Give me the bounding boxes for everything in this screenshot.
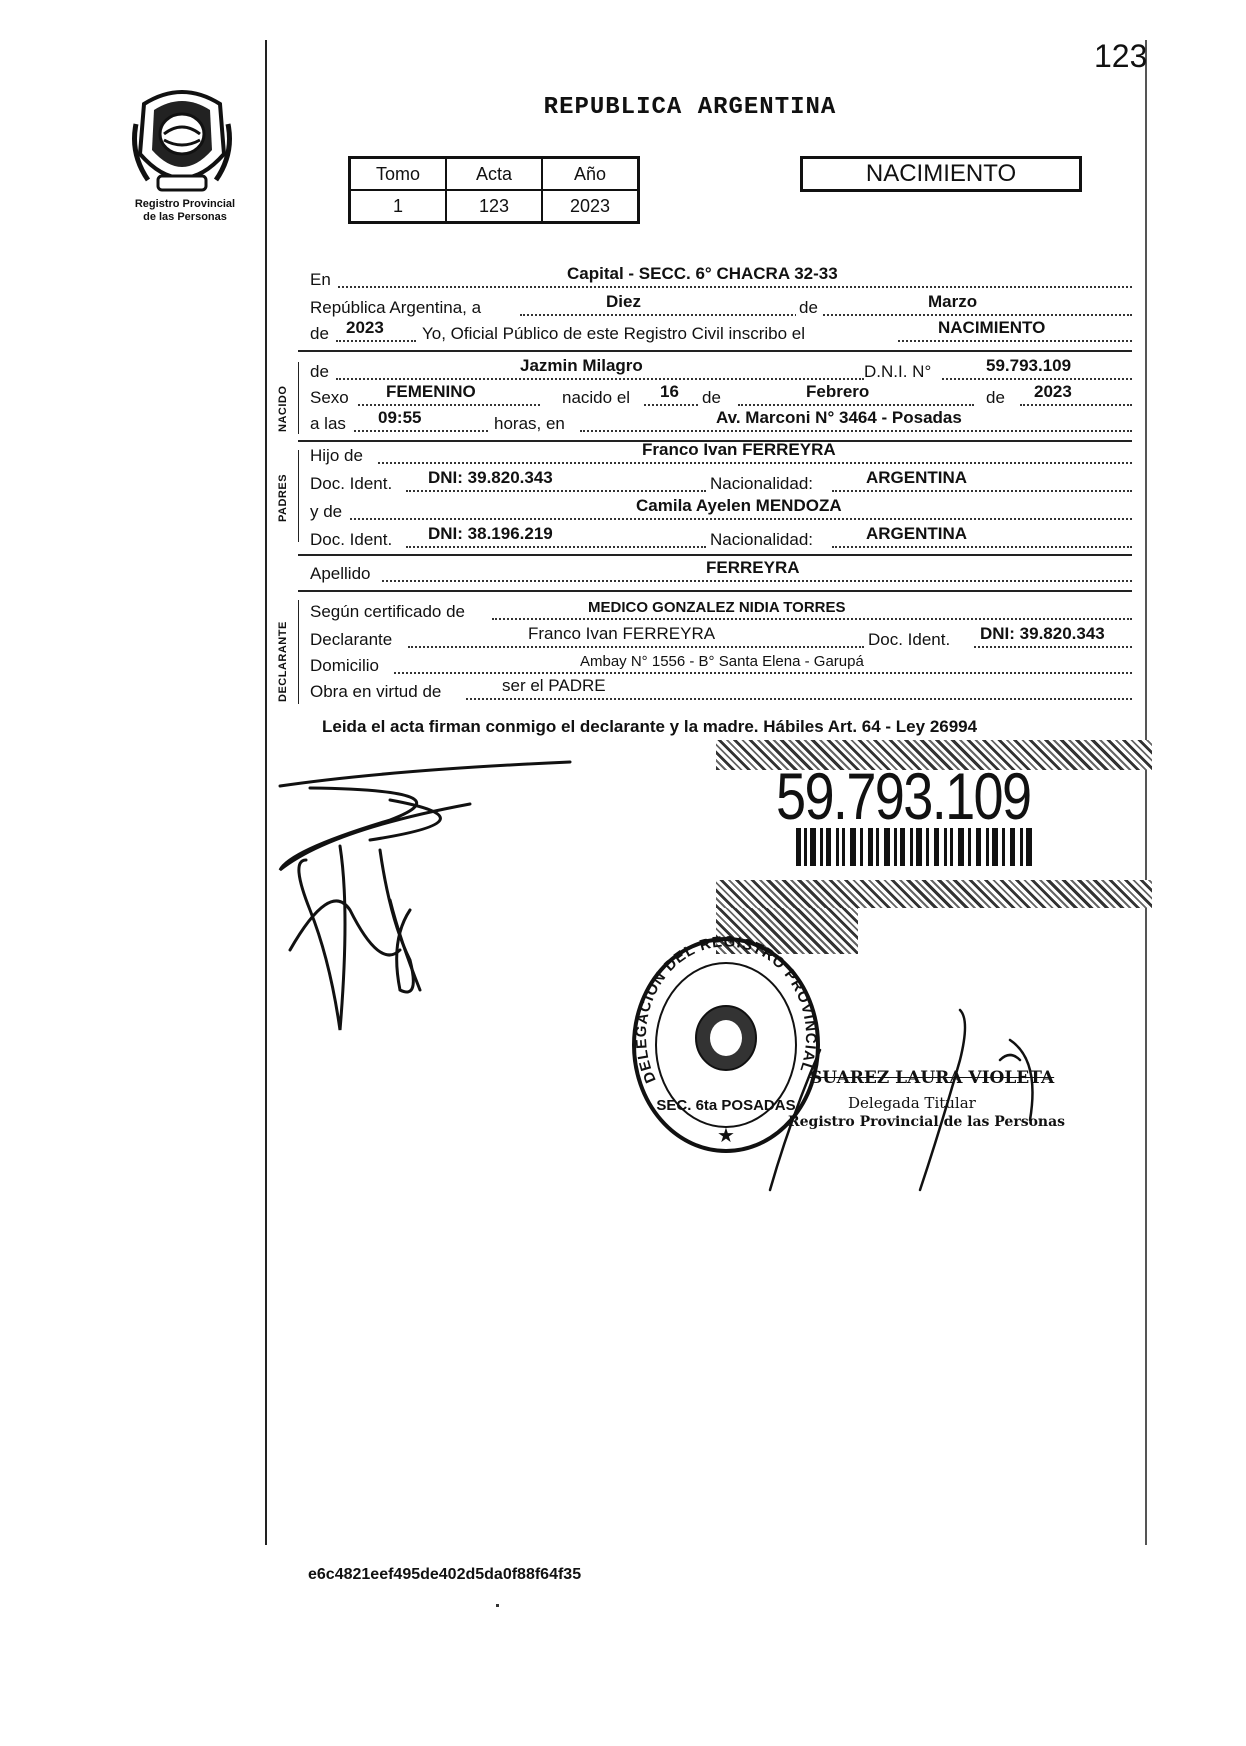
apellido-line: Apellido FERREYRA bbox=[310, 558, 1132, 586]
volume-table: Tomo Acta Año 1 123 2023 bbox=[348, 156, 640, 224]
dni-sticker-number: 59.793.109 bbox=[776, 759, 1032, 833]
padres-line-3: y de Camila Ayelen MENDOZA bbox=[310, 496, 1132, 524]
section-bracket bbox=[298, 450, 299, 542]
official-stamp-icon: DELEGACION DEL REGISTRO PROVINCIAL DE LA… bbox=[626, 930, 820, 1153]
section-label-declarante: DECLARANTE bbox=[277, 621, 289, 702]
birth-month-value: Febrero bbox=[806, 382, 870, 401]
event-value: NACIMIENTO bbox=[938, 318, 1046, 337]
declarant-doc-value: DNI: 39.820.343 bbox=[980, 624, 1105, 643]
signatory-role: Delegada Titular bbox=[848, 1094, 976, 1112]
nacido-line-2: Sexo FEMENINO nacido el 16 de Febrero de… bbox=[310, 382, 1132, 410]
surname-value: FERREYRA bbox=[706, 558, 800, 577]
birth-time-value: 09:55 bbox=[378, 408, 422, 427]
barcode-icon bbox=[796, 828, 1032, 866]
day-value: Diez bbox=[606, 292, 641, 311]
section-bracket bbox=[298, 362, 299, 434]
divider bbox=[298, 350, 1132, 352]
officer-signature-icon bbox=[768, 1008, 1034, 1192]
place-value: Capital - SECC. 6° CHACRA 32-33 bbox=[567, 264, 838, 283]
year-value: 2023 bbox=[346, 318, 384, 337]
signatory-office: Registro Provincial de las Personas bbox=[788, 1114, 1066, 1130]
acta-value: 123 bbox=[445, 189, 543, 224]
padres-line-2: Doc. Ident. DNI: 39.820.343 Nacionalidad… bbox=[310, 468, 1132, 496]
section-bracket bbox=[298, 600, 299, 704]
month-value: Marzo bbox=[928, 292, 978, 311]
child-name-value: Jazmin Milagro bbox=[520, 356, 643, 375]
ano-header: Año bbox=[541, 156, 640, 191]
left-margin-line bbox=[265, 40, 267, 1545]
declarant-name-value: Franco Ivan FERREYRA bbox=[528, 624, 716, 643]
svg-text:★: ★ bbox=[717, 1123, 735, 1147]
page-number: 123 bbox=[1094, 38, 1148, 74]
logo-caption: Registro Provincial de las Personas bbox=[134, 198, 236, 223]
declarante-line-4: Obra en virtud de ser el PADRE bbox=[310, 676, 1132, 704]
child-dni-value: 59.793.109 bbox=[986, 356, 1072, 375]
mother-name-value: Camila Ayelen MENDOZA bbox=[636, 496, 842, 515]
declarante-line-1: Según certificado de MEDICO GONZALEZ NID… bbox=[310, 599, 1132, 624]
intro-line-2: República Argentina, a Diez de Marzo bbox=[310, 292, 1132, 320]
security-strip-top bbox=[716, 740, 1152, 770]
dot-mark bbox=[496, 1604, 499, 1607]
tomo-value: 1 bbox=[348, 189, 447, 224]
document-title: REPUBLICA ARGENTINA bbox=[543, 94, 837, 121]
declarant-signature-icon bbox=[278, 760, 572, 1031]
document-hash: e6c4821eef495de402d5da0f88f64f35 bbox=[308, 1566, 582, 1583]
divider bbox=[298, 590, 1132, 592]
padres-line-1: Hijo de Franco Ivan FERREYRA bbox=[310, 440, 1132, 468]
birth-year-value: 2023 bbox=[1034, 382, 1072, 401]
address-value: Ambay N° 1556 - B° Santa Elena - Garupá bbox=[580, 653, 864, 670]
nacido-line-1: de Jazmin Milagro D.N.I. N° 59.793.109 bbox=[310, 356, 1132, 384]
nacido-line-3: a las 09:55 horas, en Av. Marconi N° 346… bbox=[310, 408, 1132, 436]
padres-line-4: Doc. Ident. DNI: 38.196.219 Nacionalidad… bbox=[310, 524, 1132, 552]
security-strip-bottom bbox=[716, 880, 1152, 908]
intro-line-1: En Capital - SECC. 6° CHACRA 32-33 bbox=[310, 264, 1132, 292]
right-margin-line bbox=[1145, 40, 1147, 1545]
ano-value: 2023 bbox=[541, 189, 640, 224]
mother-nationality-value: ARGENTINA bbox=[866, 524, 968, 543]
birth-place-value: Av. Marconi N° 3464 - Posadas bbox=[716, 408, 962, 427]
tomo-header: Tomo bbox=[348, 156, 447, 191]
acta-header: Acta bbox=[445, 156, 543, 191]
sex-value: FEMENINO bbox=[386, 382, 476, 401]
document-type-box: NACIMIENTO bbox=[800, 156, 1082, 192]
father-nationality-value: ARGENTINA bbox=[866, 468, 968, 487]
security-strip-tab bbox=[716, 908, 858, 954]
section-label-nacido: NACIDO bbox=[277, 385, 289, 432]
certificate-value: MEDICO GONZALEZ NIDIA TORRES bbox=[588, 599, 846, 616]
declarante-line-2: Declarante Franco Ivan FERREYRA Doc. Ide… bbox=[310, 624, 1132, 652]
signatory-name: SUAREZ LAURA VIOLETA bbox=[810, 1068, 1055, 1088]
capacity-value: ser el PADRE bbox=[502, 676, 606, 695]
divider bbox=[298, 440, 1132, 442]
father-name-value: Franco Ivan FERREYRA bbox=[642, 440, 836, 459]
provincia-misiones-seal-icon bbox=[132, 90, 232, 192]
father-doc-value: DNI: 39.820.343 bbox=[428, 468, 553, 487]
divider bbox=[298, 554, 1132, 556]
intro-line-3: de 2023 Yo, Oficial Público de este Regi… bbox=[310, 318, 1132, 346]
stamp-inner-text: SEC. 6ta POSADAS bbox=[656, 1097, 795, 1114]
declarante-line-3: Domicilio Ambay N° 1556 - B° Santa Elena… bbox=[310, 653, 1132, 678]
section-label-padres: PADRES bbox=[277, 473, 289, 522]
reading-note: Leida el acta firman conmigo el declaran… bbox=[322, 717, 978, 736]
birth-day-value: 16 bbox=[660, 382, 679, 401]
mother-doc-value: DNI: 38.196.219 bbox=[428, 524, 553, 543]
